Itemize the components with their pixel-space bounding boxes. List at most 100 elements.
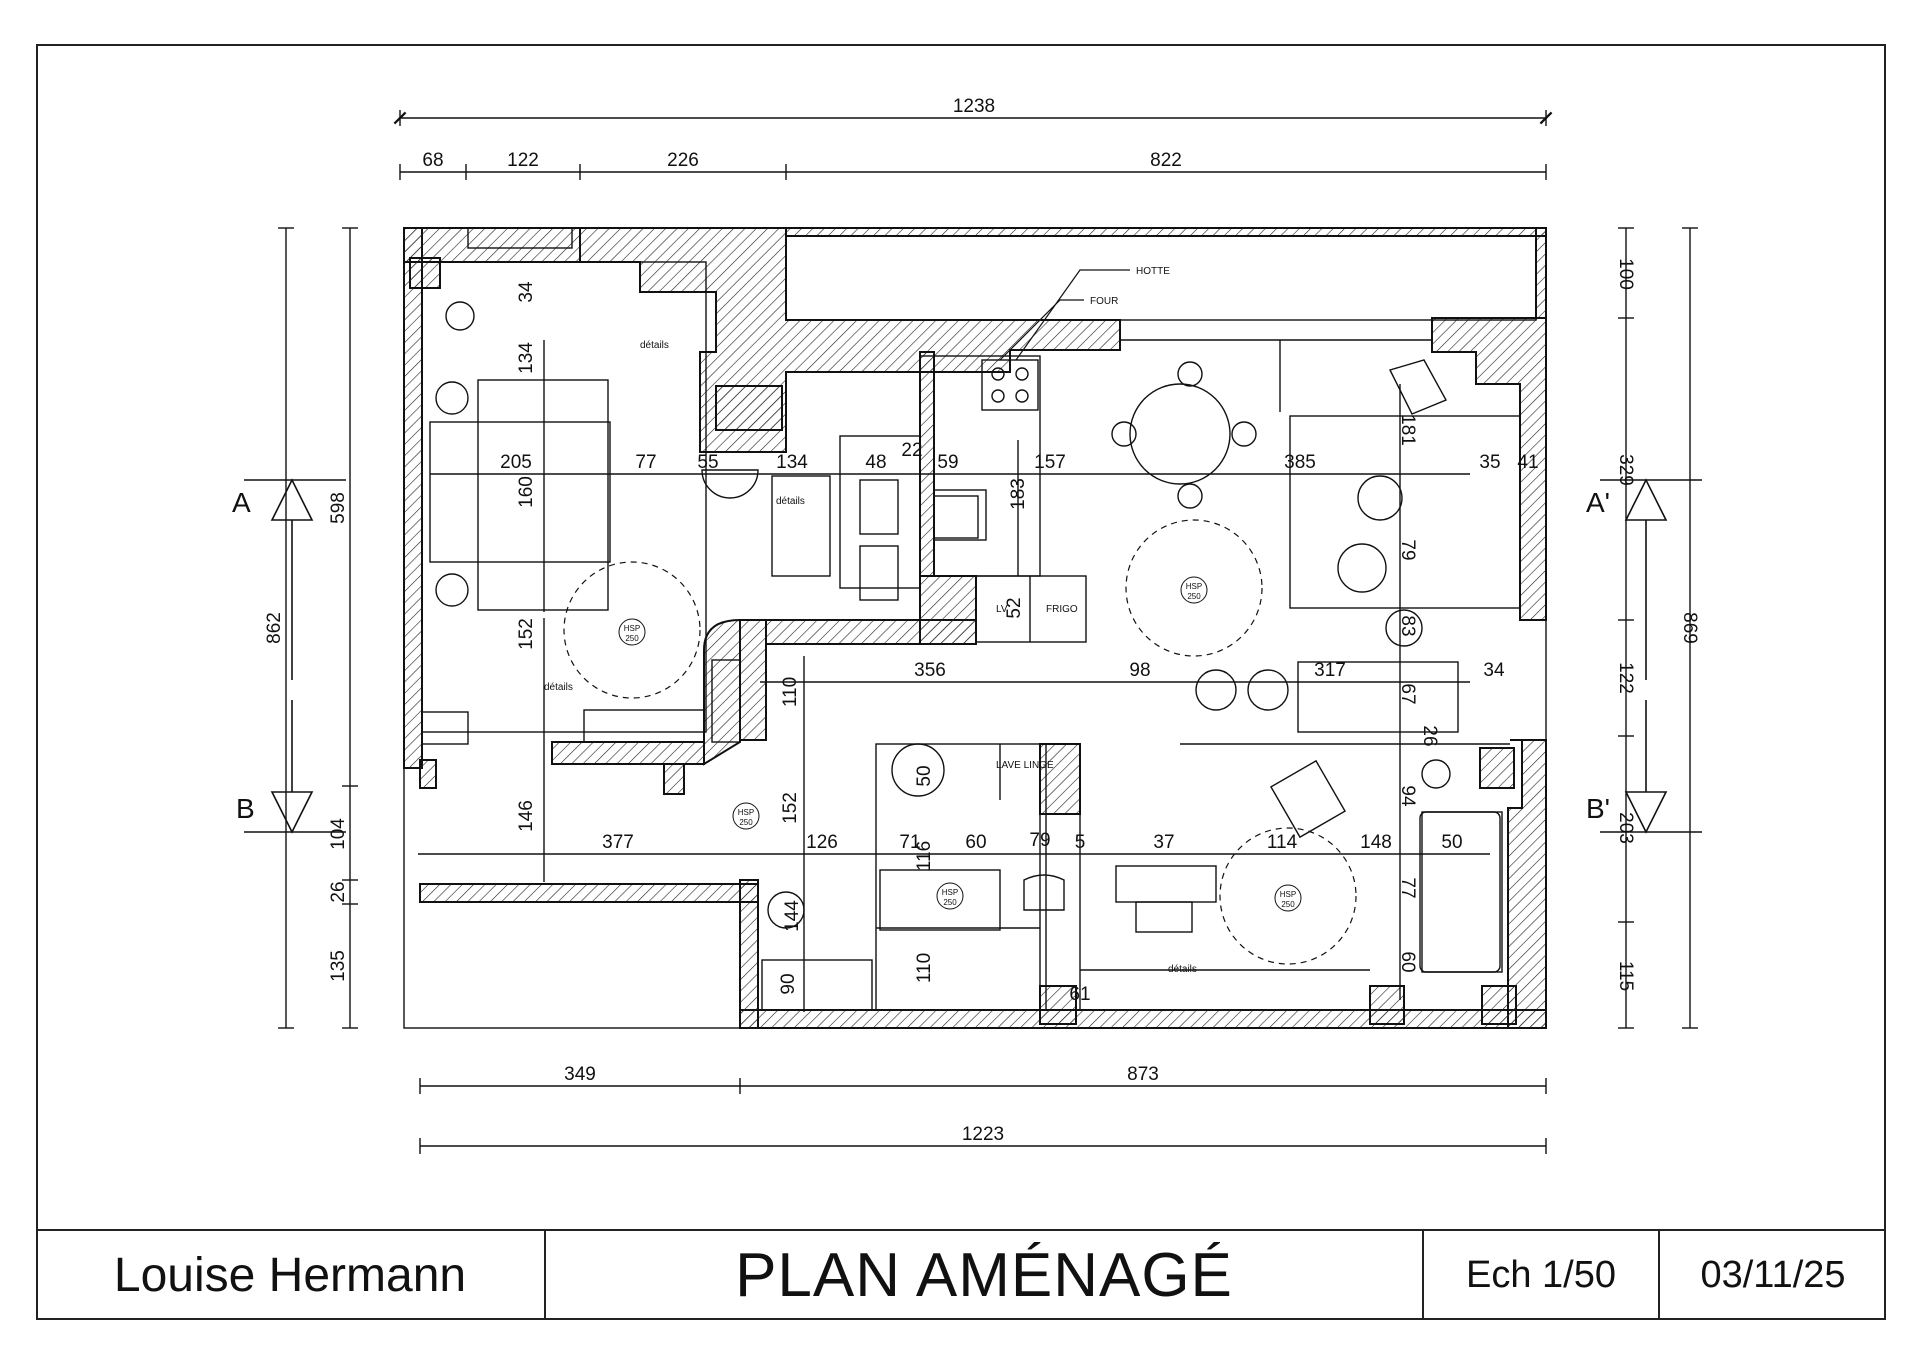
drawing-date: 03/11/25 bbox=[1700, 1254, 1846, 1296]
dimension-value: 377 bbox=[602, 832, 634, 853]
hsp-zones bbox=[563, 519, 1357, 965]
dimension-value: 385 bbox=[1284, 452, 1316, 473]
dimension-value: 100 bbox=[1615, 258, 1636, 290]
hsp-marker bbox=[1180, 576, 1208, 604]
dimension-value: 114 bbox=[1267, 832, 1298, 853]
section-labels: A B A' B' bbox=[232, 487, 1610, 824]
dimension-value: 134 bbox=[776, 452, 808, 473]
dimension-value: 26 bbox=[1419, 725, 1440, 746]
dimension-value: 152 bbox=[516, 618, 537, 650]
dimension-value: 79 bbox=[1029, 830, 1050, 851]
dimension-value: 59 bbox=[937, 452, 958, 473]
dimension-value: 134 bbox=[516, 342, 537, 374]
dimension-value: 152 bbox=[780, 792, 801, 824]
dimension-value: 48 bbox=[865, 452, 886, 473]
dimension-value: 34 bbox=[1483, 660, 1505, 681]
hsp-label: 250 bbox=[1187, 592, 1201, 601]
dimension-value: 598 bbox=[328, 492, 349, 524]
dimension-value: 181 bbox=[1397, 414, 1418, 446]
dimension-value: 98 bbox=[1129, 660, 1150, 681]
dimension-value: 71 bbox=[899, 832, 920, 853]
dimension-value: 50 bbox=[914, 765, 935, 786]
label-details: détails bbox=[1168, 964, 1197, 975]
dimension-lines bbox=[278, 110, 1698, 1154]
dimension-value: 94 bbox=[1397, 785, 1418, 807]
dimension-value: 1238 bbox=[953, 96, 995, 117]
label-lave-linge: LAVE LINGE bbox=[996, 760, 1054, 771]
hsp-label: HSP bbox=[942, 888, 958, 897]
label-hotte: HOTTE bbox=[1136, 266, 1170, 277]
hsp-marker bbox=[936, 882, 964, 910]
dimension-value: 822 bbox=[1150, 150, 1182, 171]
title-block: Louise Hermann PLAN AMÉNAGÉ Ech 1/50 03/… bbox=[36, 1229, 1886, 1320]
label-four: FOUR bbox=[1090, 296, 1118, 307]
dimension-value: 90 bbox=[778, 973, 799, 994]
dimension-value: 122 bbox=[507, 150, 539, 171]
furniture bbox=[435, 301, 1501, 973]
dimension-value: 104 bbox=[328, 818, 349, 850]
dimension-value: 79 bbox=[1397, 539, 1418, 560]
hsp-label: 250 bbox=[1281, 900, 1295, 909]
label-lv: LV bbox=[996, 604, 1008, 615]
dimension-value: 55 bbox=[697, 452, 718, 473]
hsp-marker bbox=[1274, 884, 1302, 912]
dimension-value: 60 bbox=[1397, 951, 1418, 972]
dimension-value: 52 bbox=[1004, 597, 1025, 618]
dimension-value: 122 bbox=[1615, 662, 1636, 694]
label-frigo: FRIGO bbox=[1046, 604, 1078, 615]
room-labels: HOTTE FOUR FRIGO LV LAVE LINGE détails d… bbox=[544, 266, 1302, 975]
section-label-b-prime: B' bbox=[1586, 793, 1610, 824]
dimension-value: 869 bbox=[1679, 612, 1700, 644]
hsp-label: HSP bbox=[738, 808, 754, 817]
hsp-label: HSP bbox=[1186, 582, 1202, 591]
hsp-label: HSP bbox=[1280, 890, 1296, 899]
dimension-value: 148 bbox=[1360, 832, 1392, 853]
dimension-value: 203 bbox=[1615, 812, 1636, 844]
dimension-value: 37 bbox=[1153, 832, 1174, 853]
dimension-value: 26 bbox=[328, 881, 349, 902]
walls bbox=[403, 227, 1547, 1029]
dimension-value: 329 bbox=[1615, 454, 1636, 486]
dimension-value: 146 bbox=[516, 800, 537, 832]
dimension-value: 205 bbox=[500, 452, 532, 473]
hsp-label: HSP bbox=[624, 624, 640, 633]
dimension-value: 356 bbox=[914, 660, 946, 681]
dimension-value: 226 bbox=[667, 150, 699, 171]
label-details: détails bbox=[544, 682, 573, 693]
dimension-value: 22 bbox=[901, 440, 922, 461]
dimension-value: 157 bbox=[1034, 452, 1066, 473]
dimension-value: 77 bbox=[635, 452, 656, 473]
dimension-value: 1223 bbox=[962, 1124, 1004, 1145]
dimension-value: 110 bbox=[780, 677, 801, 707]
dimension-value: 61 bbox=[1069, 984, 1090, 1005]
dimension-value: 41 bbox=[1517, 452, 1538, 473]
dimension-value: 60 bbox=[965, 832, 986, 853]
dimension-value: 144 bbox=[782, 900, 803, 932]
drawing-scale: Ech 1/50 bbox=[1424, 1231, 1660, 1320]
dimension-value: 35 bbox=[1479, 452, 1500, 473]
section-label-b: B bbox=[236, 793, 255, 824]
section-markers bbox=[244, 478, 1702, 834]
hsp-label: 250 bbox=[739, 818, 753, 827]
dimension-value: 110 bbox=[914, 953, 935, 983]
dimension-value: 862 bbox=[264, 612, 285, 644]
dimension-value: 183 bbox=[1008, 478, 1029, 510]
dimension-value: 83 bbox=[1397, 615, 1418, 636]
dimension-value: 34 bbox=[516, 281, 537, 303]
hsp-marker bbox=[618, 618, 646, 646]
leader-lines bbox=[999, 269, 1130, 361]
hsp-label: 250 bbox=[943, 898, 957, 907]
dimension-value: 115 bbox=[1615, 961, 1636, 991]
dimension-value: 116 bbox=[914, 841, 935, 871]
dimension-value: 160 bbox=[516, 476, 537, 508]
hsp-label: 250 bbox=[625, 634, 639, 643]
dimension-value: 349 bbox=[564, 1064, 596, 1085]
dimension-value: 317 bbox=[1314, 660, 1346, 681]
dimension-value: 68 bbox=[422, 150, 443, 171]
dimension-value: 50 bbox=[1441, 832, 1462, 853]
author-name: Louise Hermann bbox=[36, 1231, 546, 1320]
section-label-a: A bbox=[232, 487, 251, 518]
label-details: détails bbox=[640, 340, 669, 351]
